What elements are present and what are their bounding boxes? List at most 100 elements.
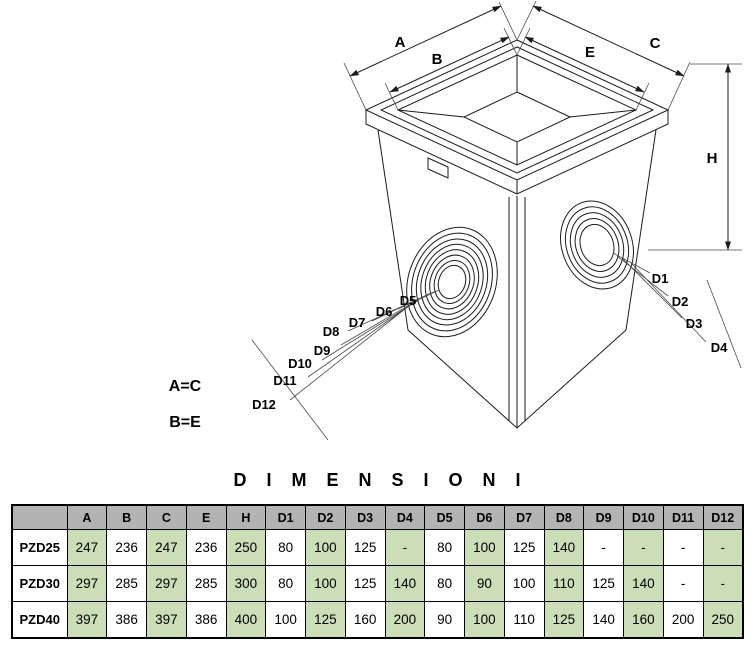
pipe-ring: [560, 200, 634, 290]
table-cell: 160: [344, 601, 386, 639]
port-label-d9: D9: [314, 343, 331, 358]
pipe-ring: [420, 243, 484, 321]
dim-label-e: E: [585, 44, 595, 61]
port-label-d7: D7: [349, 315, 366, 330]
table-cell: -: [583, 529, 624, 566]
port-label-d8: D8: [323, 324, 340, 339]
table-cell: 80: [265, 565, 306, 602]
col-header: A: [66, 504, 108, 530]
port-label-d11: D11: [273, 373, 296, 388]
pipe-ring: [411, 232, 493, 332]
basin-body: [365, 110, 669, 429]
table-cell: 236: [106, 529, 147, 566]
col-header: E: [185, 504, 227, 530]
row-header: PZD30: [11, 565, 68, 602]
table-cell: 200: [662, 601, 704, 639]
table-row: PZD30 297 285 297 285 300 80 100 125 140…: [11, 565, 744, 602]
table-cell: -: [702, 529, 744, 566]
left-port-leaders: [289, 289, 440, 401]
table-cell: 397: [146, 601, 187, 639]
left-pipe-knockouts: [406, 226, 498, 338]
row-header: PZD25: [11, 529, 68, 566]
dim-line-a: [349, 5, 502, 77]
port-label-d1: D1: [652, 271, 669, 286]
col-header: D7: [503, 504, 545, 530]
table-row: PZD25 247 236 247 236 250 80 100 125 - 8…: [11, 529, 744, 566]
basin-rim: [364, 39, 670, 181]
col-header: H: [225, 504, 267, 530]
table-cell: 125: [543, 601, 585, 639]
table-cell: 100: [464, 529, 505, 566]
table-cell: 140: [583, 601, 624, 639]
port-label-d10: D10: [288, 356, 312, 371]
table-cell: 200: [384, 601, 426, 639]
port-label-d12: D12: [252, 397, 276, 412]
table-cell: 90: [424, 601, 465, 639]
dim-label-b: B: [432, 51, 443, 68]
pipe-ring: [433, 260, 471, 304]
pipe-ring: [437, 264, 467, 300]
table-cell: -: [702, 565, 744, 602]
table-cell: -: [662, 565, 704, 602]
col-header: D12: [702, 504, 744, 530]
table-cell: 250: [702, 601, 744, 639]
col-header: D1: [265, 504, 306, 530]
table-cell: 125: [583, 565, 624, 602]
col-header: D8: [543, 504, 585, 530]
table-cell: 140: [543, 529, 585, 566]
table-cell: 285: [106, 565, 147, 602]
dim-label-h: H: [707, 150, 718, 167]
table-cell: 285: [185, 565, 227, 602]
note-b-equals-e: B=E: [169, 414, 201, 431]
table-cell: 250: [225, 529, 267, 566]
table-cell: 80: [424, 529, 465, 566]
col-header: D5: [424, 504, 465, 530]
table-cell: 247: [146, 529, 187, 566]
port-label-d4: D4: [711, 340, 728, 355]
extension-lines: [251, 0, 742, 441]
col-header: D11: [662, 504, 704, 530]
table-cell: 80: [265, 529, 306, 566]
table-cell: 247: [66, 529, 108, 566]
table-cell: 236: [185, 529, 227, 566]
table-cell: 300: [225, 565, 267, 602]
port-label-d2: D2: [672, 294, 689, 309]
table-cell: 110: [503, 601, 545, 639]
dim-line-c: [532, 5, 685, 77]
table-cell: 386: [185, 601, 227, 639]
table-cell: 100: [265, 601, 306, 639]
row-header: PZD40: [11, 601, 68, 639]
col-header: D6: [464, 504, 505, 530]
table-cell: 386: [106, 601, 147, 639]
table-cell: 100: [503, 565, 545, 602]
table-cell: 110: [543, 565, 585, 602]
table-cell: 100: [464, 601, 505, 639]
table-cell: 140: [384, 565, 426, 602]
col-header: D10: [623, 504, 664, 530]
pipe-ring: [424, 249, 480, 315]
table-cell: 297: [66, 565, 108, 602]
right-port-leaders: [612, 252, 707, 343]
pipe-ring: [415, 238, 489, 326]
table-cell: 100: [305, 529, 346, 566]
col-header: D2: [305, 504, 346, 530]
table-cell: 125: [344, 565, 386, 602]
table-row: PZD40 397 386 397 386 400 100 125 160 20…: [11, 601, 744, 639]
basin-drawing: [364, 39, 670, 429]
dimension-annotations: A B E C H D1 D2 D3 D4 D5 D6 D7 D8 D9 D10…: [169, 0, 742, 441]
dimensions-table: A B C E H D1 D2 D3 D4 D5 D6 D7 D8 D9 D10…: [11, 504, 744, 639]
table-cell: 125: [305, 601, 346, 639]
pipe-ring: [406, 226, 498, 338]
dim-line-b: [389, 36, 510, 93]
col-header: B: [106, 504, 147, 530]
col-header: D9: [583, 504, 624, 530]
table-cell: 125: [344, 529, 386, 566]
table-cell: 80: [424, 565, 465, 602]
table-cell: 140: [623, 565, 664, 602]
port-label-d6: D6: [376, 304, 393, 319]
table-cell: 397: [66, 601, 108, 639]
table-cell: -: [384, 529, 426, 566]
table-header-row: A B C E H D1 D2 D3 D4 D5 D6 D7 D8 D9 D10…: [11, 504, 744, 530]
dim-label-a: A: [395, 34, 406, 51]
col-header: C: [146, 504, 187, 530]
